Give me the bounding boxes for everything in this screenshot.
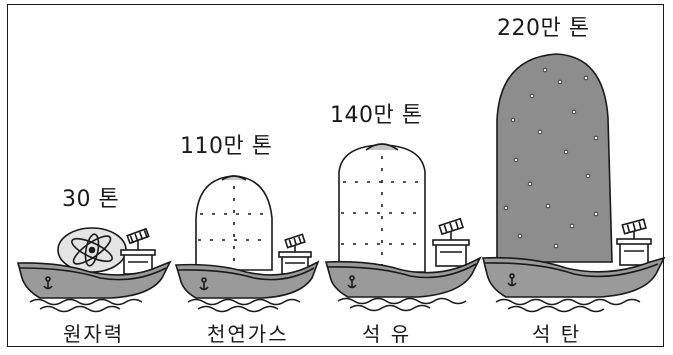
fuel-label-oil: 석 유 (362, 322, 412, 346)
amount-label-nuclear: 30 톤 (62, 187, 120, 212)
anchor-icon (43, 276, 53, 290)
waves (495, 298, 641, 313)
ship-bridge (432, 217, 470, 267)
fuel-label-lng: 천연가스 (207, 322, 289, 346)
gas-cargo-dome (195, 175, 273, 271)
waves (337, 297, 467, 312)
ship-bridge (616, 218, 652, 266)
amount-label-oil: 140만 톤 (330, 103, 423, 128)
amount-label-coal: 220만 톤 (497, 16, 590, 41)
amount-label-lng: 110만 톤 (180, 134, 273, 159)
lng-ship (174, 175, 320, 313)
waves (29, 298, 143, 313)
ship-bridge (120, 227, 156, 275)
ship-bridge (278, 233, 312, 275)
coal-ship (481, 53, 666, 313)
ship-hull (481, 256, 666, 298)
anchor-icon (347, 275, 357, 289)
fuel-label-nuclear: 원자력 (63, 322, 125, 346)
coal-cargo-pile (496, 53, 613, 263)
anchor-icon (199, 277, 209, 291)
anchor-icon (507, 273, 517, 287)
nuclear-ship (16, 227, 172, 313)
waves (187, 298, 301, 313)
atom-icon (57, 227, 127, 273)
oil-cargo-dome (338, 143, 426, 273)
oil-ship (324, 143, 482, 312)
fuel-label-coal: 석 탄 (532, 322, 582, 346)
ship-hull (16, 260, 172, 299)
